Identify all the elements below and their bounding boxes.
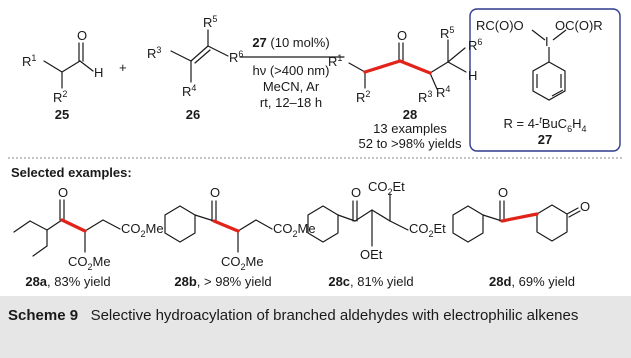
- atom-label: H: [468, 68, 477, 83]
- catalyst-27-structure: [531, 29, 567, 101]
- atom-label: R4: [182, 83, 196, 99]
- scheme-graphic: R1 R2 O H + R3 R4 R5 R6 R1 R2 O R3 R4 R5…: [8, 8, 623, 289]
- atom-label: R3 R4: [418, 84, 450, 105]
- atom-label: CO2Me: [68, 254, 111, 272]
- new-bond-highlight: [363, 59, 402, 74]
- atom-label: H: [94, 65, 103, 80]
- atom-label: O: [58, 185, 68, 200]
- atom-label: RC(O)O: [476, 18, 524, 33]
- compound-label-28: 28: [403, 107, 417, 122]
- atom-label: OEt: [360, 247, 383, 262]
- example-label-28b: 28b, > 98% yield: [174, 274, 271, 289]
- atom-label: CO2Et: [409, 221, 446, 239]
- reagent-light-source: hν (>400 nm): [253, 63, 330, 78]
- atom-label: O: [77, 28, 87, 43]
- atom-label: O: [498, 185, 508, 200]
- plus-sign: +: [119, 60, 127, 75]
- yield-range: 52 to >98% yields: [359, 136, 462, 151]
- atom-label: O: [210, 185, 220, 200]
- example-label-28a: 28a, 83% yield: [25, 274, 110, 289]
- compound-label-25: 25: [55, 107, 69, 122]
- product-28-structure: [348, 39, 467, 90]
- atom-label: R3: [147, 45, 161, 61]
- new-bond-highlight: [398, 59, 432, 75]
- atom-label: R2: [356, 89, 370, 105]
- scheme-caption: Scheme 9 Selective hydroacylation of bra…: [8, 305, 623, 327]
- example-28b-structure: [164, 200, 273, 253]
- new-bond-highlight: [500, 212, 539, 223]
- new-bond-highlight: [60, 218, 87, 233]
- alkene-26-structure: [170, 29, 229, 83]
- atom-label: R5: [440, 25, 454, 41]
- reagent-conditions: rt, 12–18 h: [260, 95, 322, 110]
- compound-label-26: 26: [186, 107, 200, 122]
- atom-label: R2: [53, 89, 67, 105]
- atom-label: CO2Me: [273, 221, 316, 239]
- reagent-solvent: MeCN, Ar: [263, 79, 320, 94]
- caption-label: Scheme 9: [8, 307, 79, 324]
- atom-label: R1: [328, 53, 342, 69]
- compound-label-27: 27: [538, 132, 552, 147]
- selected-examples-heading: Selected examples:: [11, 165, 132, 180]
- atom-label: R6: [229, 49, 243, 65]
- new-bond-highlight: [212, 219, 240, 233]
- atom-label: R6: [468, 37, 482, 53]
- caption-text: Selective hydroacylation of branched ald…: [90, 307, 579, 324]
- atom-label: CO2Et: [368, 179, 405, 197]
- example-28a-structure: [13, 199, 121, 257]
- caption-background: [0, 296, 631, 358]
- atom-label: O: [580, 199, 590, 214]
- example-28c-structure: [307, 193, 409, 247]
- aldehyde-25-structure: [43, 42, 94, 89]
- example-label-28d: 28d, 69% yield: [489, 274, 575, 289]
- examples-count: 13 examples: [373, 121, 447, 136]
- atom-label: R1: [22, 53, 36, 69]
- example-28d-structure: [452, 200, 581, 243]
- example-label-28c: 28c, 81% yield: [328, 274, 413, 289]
- catalyst-r-definition: R = 4-tBuC6H4: [504, 115, 587, 134]
- catalyst-box: [469, 8, 621, 152]
- atom-label: O: [351, 185, 361, 200]
- reagent-catalyst-loading: 27 (10 mol%): [252, 35, 329, 50]
- atom-label: CO2Me: [221, 254, 264, 272]
- atom-label: OC(O)R: [555, 18, 603, 33]
- atom-label: I: [545, 34, 549, 49]
- atom-label: O: [397, 28, 407, 43]
- atom-label: CO2Me: [121, 221, 164, 239]
- atom-label: R5: [203, 14, 217, 30]
